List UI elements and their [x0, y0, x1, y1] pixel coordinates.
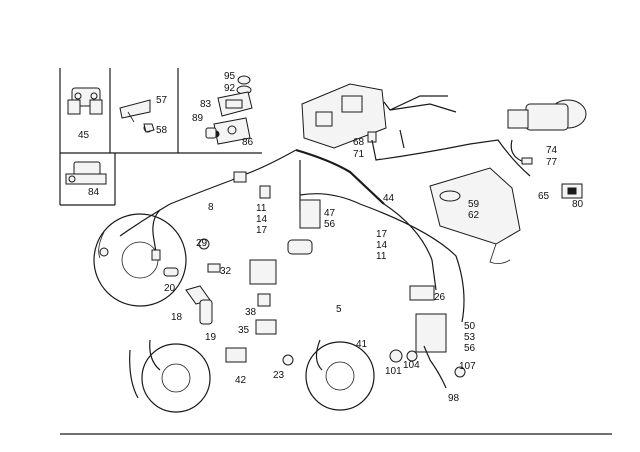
label-38: 38 [245, 307, 257, 318]
brake-disc-front-right [305, 339, 375, 411]
label-11a: 11 [256, 203, 267, 214]
label-68: 68 [353, 137, 365, 148]
label-17a: 17 [256, 225, 268, 236]
label-62: 62 [468, 210, 480, 221]
label-84: 84 [88, 187, 100, 198]
label-18: 18 [171, 312, 183, 323]
label-101: 101 [385, 366, 402, 377]
label-57: 57 [156, 95, 168, 106]
label-17b: 17 [376, 229, 388, 240]
label-45: 45 [78, 130, 90, 141]
reservoir-tank [429, 167, 521, 264]
label-35: 35 [238, 325, 250, 336]
label-41: 41 [356, 339, 368, 350]
label-86: 86 [242, 137, 254, 148]
label-50: 50 [464, 321, 476, 332]
label-77: 77 [546, 157, 558, 168]
label-29: 29 [196, 238, 208, 249]
callout-labels: 45 57 58 95 92 83 89 86 84 68 71 74 77 6… [78, 71, 584, 404]
wiring-harness [119, 95, 531, 323]
brake-disc-rear-left [129, 339, 211, 413]
sensor-part-84 [65, 161, 107, 185]
label-26: 26 [434, 292, 446, 303]
label-19: 19 [205, 332, 217, 343]
label-98: 98 [448, 393, 460, 404]
label-44: 44 [383, 193, 395, 204]
label-74: 74 [546, 145, 558, 156]
label-20: 20 [164, 283, 176, 294]
label-42: 42 [235, 375, 247, 386]
sensor-cable-8 [151, 209, 161, 261]
label-47: 47 [324, 208, 336, 219]
label-58: 58 [156, 125, 168, 136]
label-65: 65 [538, 191, 550, 202]
small-parts [163, 171, 466, 389]
label-53: 53 [464, 332, 476, 343]
label-56b: 56 [464, 343, 476, 354]
label-11b: 11 [376, 251, 387, 262]
hydraulic-pump-74 [507, 99, 587, 165]
label-5: 5 [336, 304, 342, 315]
label-8: 8 [208, 202, 214, 213]
label-23: 23 [273, 370, 285, 381]
relay-part-80 [561, 183, 583, 199]
label-104: 104 [403, 360, 420, 371]
label-107: 107 [459, 361, 476, 372]
relay-module-83 [205, 75, 253, 145]
label-80: 80 [572, 199, 584, 210]
control-unit-top [301, 83, 387, 149]
label-95: 95 [224, 71, 236, 82]
label-59: 59 [468, 199, 480, 210]
label-83: 83 [200, 99, 212, 110]
label-71: 71 [353, 149, 365, 160]
inset-frames [59, 68, 262, 206]
label-56a: 56 [324, 219, 336, 230]
label-32: 32 [220, 266, 232, 277]
label-89: 89 [192, 113, 204, 124]
bracket-part-57 [119, 99, 155, 133]
label-14a: 14 [256, 214, 268, 225]
label-92: 92 [224, 83, 236, 94]
bracket-part-45 [67, 87, 103, 115]
label-14b: 14 [376, 240, 388, 251]
